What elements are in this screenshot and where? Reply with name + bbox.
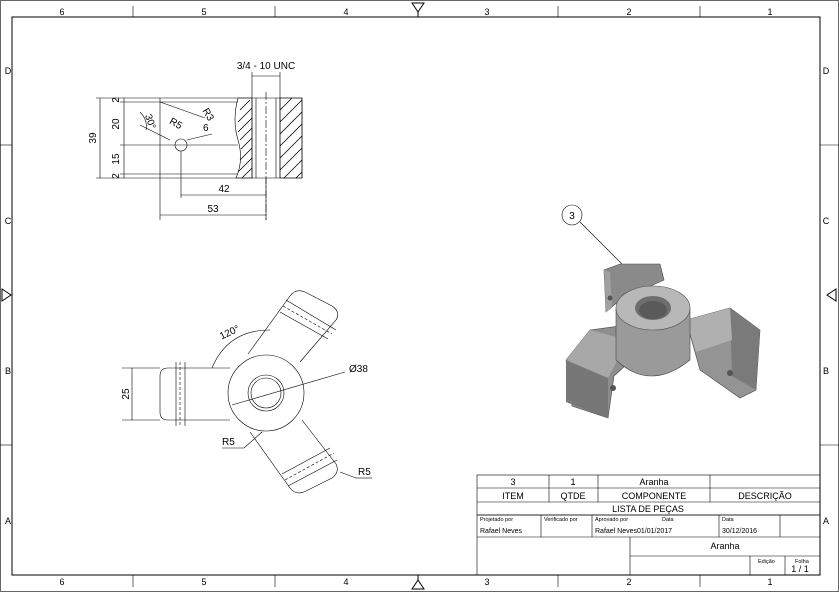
parts-header-qty: QTDE <box>560 491 585 501</box>
sheet-label: Folha <box>795 559 810 565</box>
hub-bore <box>247 374 285 412</box>
radius-right: R5 <box>358 467 371 478</box>
zone-col-1: 1 <box>767 7 772 17</box>
date-1: 01/01/2017 <box>637 528 672 535</box>
balloon-number: 3 <box>569 211 575 222</box>
zone-labels-bottom: 6 5 4 3 2 1 <box>59 577 772 587</box>
height-15: 15 <box>111 153 122 165</box>
hole-dim: 6 <box>203 123 209 134</box>
hub-outer <box>227 354 305 432</box>
radius-dim: R5 <box>167 116 184 132</box>
hub-left-section <box>234 97 253 179</box>
zone-col-1-bottom: 1 <box>767 577 772 587</box>
parts-header-item: ITEM <box>502 491 524 501</box>
arm-upper <box>247 290 339 363</box>
zone-row-a-right: A <box>823 516 829 526</box>
sheet-number: 1 / 1 <box>791 564 809 574</box>
parts-component: Aranha <box>639 477 668 487</box>
zone-col-4: 4 <box>343 7 348 17</box>
date-label-1: Data <box>662 517 675 523</box>
zone-col-3-bottom: 3 <box>484 577 489 587</box>
verified-by-label: Verificado por <box>544 517 578 523</box>
zone-row-d: D <box>5 66 12 76</box>
zone-col-3: 3 <box>484 7 489 17</box>
radius-left: R5 <box>222 437 235 448</box>
zone-col-2-bottom: 2 <box>626 577 631 587</box>
section-view: 3/4 - 10 UNC 6 30° R5 R3 39 2 20 15 2 42… <box>88 61 303 220</box>
parts-header-description: DESCRIÇÃO <box>738 491 792 501</box>
height-39: 39 <box>88 132 99 144</box>
arm-left <box>159 367 230 421</box>
zone-row-d-right: D <box>823 66 830 76</box>
date-label-2: Data <box>722 517 735 523</box>
zone-row-b-right: B <box>823 366 829 376</box>
gap-bottom: 2 <box>111 173 122 179</box>
zone-col-2: 2 <box>626 7 631 17</box>
angle-dim: 30° <box>142 113 158 131</box>
zone-row-c-right: C <box>823 216 830 226</box>
approved-by: Rafael Neves <box>595 528 638 535</box>
projected-by: Rafael Neves <box>480 528 523 535</box>
parts-list: 3 1 Aranha ITEM QTDE COMPONENTE DESCRIÇÃ… <box>476 474 821 516</box>
title-block: Projetado por Rafael Neves Verificado po… <box>476 514 821 576</box>
gap-top: 2 <box>111 97 122 103</box>
parts-item: 3 <box>510 477 515 487</box>
parts-header-component: COMPONENTE <box>622 491 687 501</box>
parts-qty: 1 <box>570 477 575 487</box>
isometric-view: 3 <box>561 204 761 419</box>
zone-row-c: C <box>5 216 12 226</box>
zone-col-4-bottom: 4 <box>343 577 348 587</box>
approved-by-label: Aprovado por <box>595 517 628 523</box>
zone-row-a: A <box>5 516 11 526</box>
angle-120: 120° <box>218 324 241 343</box>
part-name: Aranha <box>710 541 739 551</box>
zone-ticks <box>0 6 839 587</box>
parts-list-title: LISTA DE PEÇAS <box>612 504 684 514</box>
radius2-dim: R3 <box>200 107 216 124</box>
zone-labels-right: D C B A <box>823 66 830 526</box>
width-53: 53 <box>207 204 219 215</box>
zone-col-6-bottom: 6 <box>59 577 64 587</box>
edition-label: Edição <box>758 559 775 565</box>
inner-border <box>11 16 821 576</box>
width-42: 42 <box>218 184 230 195</box>
zone-labels-top: 6 5 4 3 2 1 <box>59 7 772 17</box>
diameter-38: Ø38 <box>349 364 368 375</box>
balloon-leader <box>579 221 629 271</box>
thread-label: 3/4 - 10 UNC <box>237 61 295 72</box>
zone-row-b: B <box>5 366 11 376</box>
top-view: 120° Ø38 25 R5 R5 <box>121 290 372 494</box>
zone-col-6: 6 <box>59 7 64 17</box>
height-20: 20 <box>111 118 122 130</box>
zone-labels-left: D C B A <box>5 66 12 526</box>
balloon-3 <box>561 204 583 226</box>
hub-right-section <box>279 97 303 179</box>
date-2: 30/12/2016 <box>722 528 757 535</box>
zone-col-5: 5 <box>201 7 206 17</box>
projected-by-label: Projetado por <box>480 517 513 523</box>
zone-col-5-bottom: 5 <box>201 577 206 587</box>
arm-lower <box>249 419 338 494</box>
arm-width-25: 25 <box>121 388 132 400</box>
